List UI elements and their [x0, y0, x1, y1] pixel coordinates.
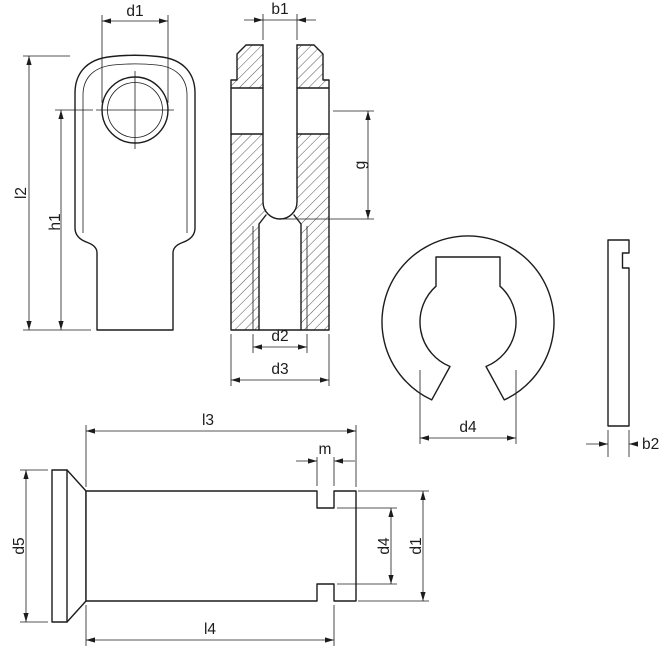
front-view-clevis [74, 54, 196, 331]
label-l4: l4 [204, 621, 216, 638]
dimension-d4-pin: d4 [337, 507, 397, 585]
clevis-front-chamfer-contour [82, 63, 188, 233]
dimension-b1: b1 [244, 1, 316, 40]
snap-ring-side-view [607, 239, 630, 427]
label-m: m [319, 441, 332, 458]
dimension-l4: l4 [85, 605, 335, 646]
label-d4-pin: d4 [376, 537, 393, 555]
dimension-d4-ring: d4 [419, 370, 517, 444]
pin-head-outline [51, 469, 87, 623]
thread-minor-lines [258, 214, 302, 331]
dimension-d1-pin: d1 [358, 490, 429, 602]
label-d2: d2 [271, 328, 288, 345]
label-d4-ring: d4 [459, 419, 477, 436]
dimension-l2: l2 [13, 55, 91, 331]
label-h1: h1 [47, 213, 64, 230]
dimension-g: g [282, 110, 374, 220]
label-d5: d5 [11, 537, 28, 554]
label-b1: b1 [271, 1, 288, 18]
label-l3: l3 [202, 412, 214, 429]
snap-ring-outline [381, 235, 555, 401]
label-d1: d1 [126, 3, 143, 20]
label-l2: l2 [13, 187, 30, 199]
transverse-hole-edges [230, 87, 330, 135]
dimension-h1: h1 [47, 109, 93, 330]
dimension-b2: b2 [586, 430, 659, 457]
section-outer-contour [230, 44, 330, 331]
label-b2: b2 [642, 436, 659, 453]
dimension-d1-hole: d1 [101, 3, 169, 103]
dimension-d3: d3 [230, 334, 330, 386]
clevis-pin-view [51, 469, 357, 623]
thread-major-lines [252, 226, 308, 330]
label-d1-pin: d1 [408, 537, 425, 554]
snap-ring-strip-outline [607, 239, 630, 427]
label-d3: d3 [271, 361, 288, 378]
hatch-left-prong-upper [231, 45, 263, 88]
dimension-m: m [296, 441, 355, 486]
section-view-clevis [230, 44, 330, 331]
snap-ring-front-view [381, 235, 555, 401]
fork-slot [262, 44, 298, 220]
pin-body-outline [85, 490, 357, 602]
label-g: g [352, 161, 369, 170]
dimension-d5: d5 [11, 469, 48, 623]
hatch-right-prong-upper [297, 45, 329, 88]
dimension-d2: d2 [252, 328, 308, 353]
dimension-l3: l3 [85, 412, 357, 487]
